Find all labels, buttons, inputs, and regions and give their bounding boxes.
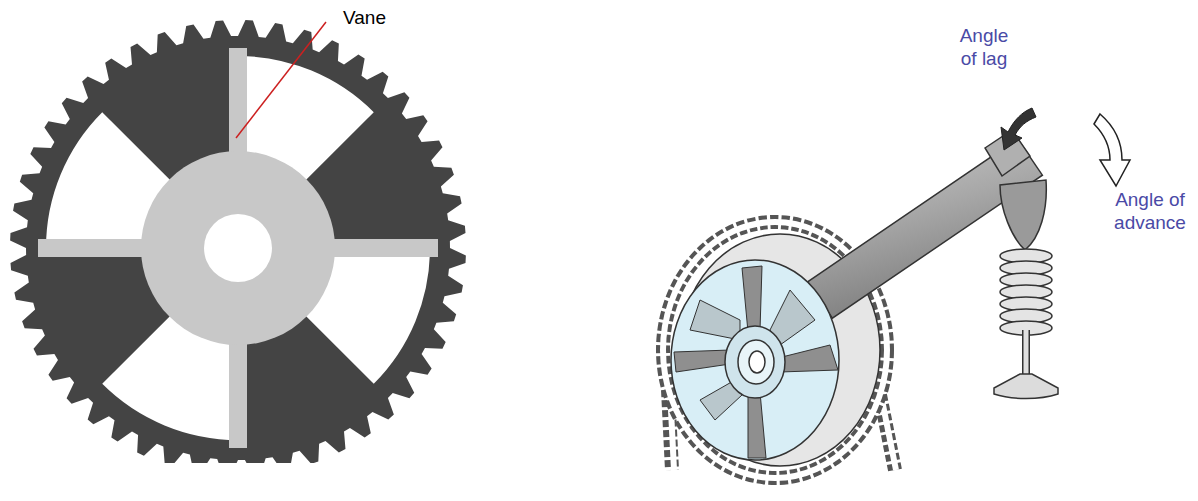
rotor-vane	[778, 345, 838, 372]
advance-arrow	[1094, 114, 1130, 186]
rotor-vane	[748, 392, 766, 458]
rotor-hub	[141, 151, 335, 345]
part-label: Vane	[343, 6, 386, 29]
valve-stem	[1022, 330, 1030, 378]
rotor-hub	[738, 340, 774, 384]
rotor-hub	[725, 326, 785, 398]
rotor-vane	[742, 266, 762, 332]
part-label: Angle of lag	[960, 24, 1009, 70]
vane-sprocket	[10, 20, 466, 463]
valve-stem	[1024, 330, 1029, 378]
sprocket-body	[10, 20, 466, 463]
part-label: Angle of advance	[1114, 188, 1186, 234]
vane-rotor	[671, 260, 839, 460]
rotor-bolt	[749, 351, 765, 373]
shaft-bore	[204, 214, 272, 282]
lag-arrow	[1001, 108, 1036, 150]
leader-line	[236, 22, 326, 138]
cam-lobe	[1000, 180, 1046, 250]
rotor-vane	[674, 350, 730, 372]
rotor-chamber	[690, 300, 740, 340]
camshaft-illustration	[663, 108, 1130, 478]
valve-spring	[1000, 249, 1052, 335]
valve-head	[994, 374, 1058, 399]
chain-strand	[881, 395, 896, 470]
